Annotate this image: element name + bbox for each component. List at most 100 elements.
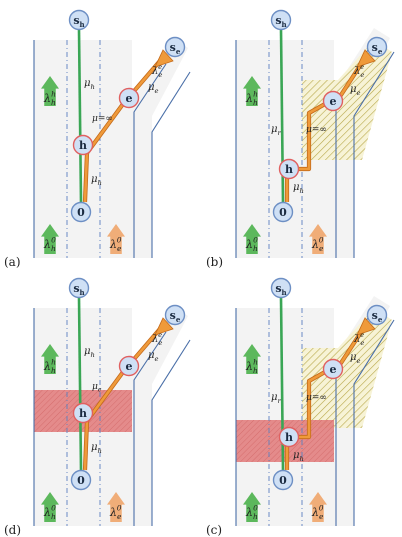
node-h-label-base: h (79, 407, 87, 420)
mu-lower-label: μh (91, 174, 102, 187)
node-e: e (322, 358, 344, 380)
lambda-orange-bottom: λe0 (311, 504, 324, 522)
lambda-green-bottom-sub: h (253, 512, 258, 521)
lambda-green-top-sup: h (253, 358, 258, 367)
lambda-exit-sup: e (158, 331, 162, 339)
mu-lower-label-sub: h (300, 187, 304, 195)
lambda-orange-bottom-base: λ (311, 506, 319, 519)
lambda-green-top-base: λ (245, 92, 253, 105)
node-e-circle (118, 355, 140, 377)
lambda-green-top-sup: h (51, 358, 56, 367)
node-s-h: sh (68, 277, 90, 299)
node-s-e-label-base: s (170, 309, 176, 322)
mu-main-label-base: μ (84, 346, 91, 357)
green-arrow-bottom (243, 224, 261, 254)
exit-arrowhead (154, 317, 174, 336)
node-s-e-circle (366, 36, 388, 58)
node-e-label: e (126, 360, 133, 373)
node-e-label-base: e (330, 95, 337, 108)
node-s-h-circle (270, 277, 292, 299)
mu-lower-label-base: μ (293, 182, 300, 193)
lambda-exit-base: λ (353, 334, 360, 345)
lambda-green-top-sub: h (253, 366, 258, 375)
lambda-green-bottom-sub: h (51, 512, 56, 521)
node-s-h-label-sub: h (282, 20, 287, 29)
node-s-h-label: sh (73, 14, 84, 29)
exit-arrowhead (154, 49, 174, 68)
lambda-green-top: λhh (43, 358, 56, 376)
mu-exit-label-sub: e (357, 89, 361, 97)
node-s-h: sh (68, 9, 90, 31)
mu-link-label-base: μ (92, 382, 98, 392)
lambda-green-bottom-base: λ (245, 506, 253, 519)
node-h-label: h (79, 139, 87, 152)
node-0-label: 0 (77, 206, 85, 219)
lambda-green-top-base: λ (43, 92, 51, 105)
node-s-h-label: sh (275, 282, 286, 297)
green-arrow-bottom (41, 492, 59, 522)
node-0: 0 (272, 469, 294, 491)
lambda-green-top-sup: h (51, 90, 56, 99)
green-arrow-top (243, 344, 261, 374)
node-e-label-base: e (330, 363, 337, 376)
ramp-outer-edge (151, 339, 191, 526)
mu-main-label-base: μ (271, 124, 278, 135)
panel-label: (d) (4, 523, 21, 537)
lambda-orange-bottom-sup: 0 (117, 236, 122, 245)
node-e-circle (322, 90, 344, 112)
mu-link-label-base: μ=∞ (306, 393, 327, 403)
node-s-e-label: se (170, 309, 181, 324)
road-exit-ramp (132, 38, 188, 258)
mu-lower-label-sub: h (98, 447, 102, 455)
mu-link-label: μ=∞ (92, 114, 113, 124)
lambda-orange-bottom-sub: e (319, 244, 324, 253)
node-s-h-label-sub: h (80, 20, 85, 29)
green-arrow-bottom (243, 492, 261, 522)
green-arrow-top (41, 76, 59, 106)
lambda-exit-sup: e (360, 331, 364, 339)
node-e-label: e (126, 92, 133, 105)
node-s-h-label: sh (73, 282, 84, 297)
lambda-orange-bottom-sup: 0 (117, 504, 122, 513)
node-0-label-base: 0 (279, 474, 287, 487)
lambda-orange-bottom-base: λ (109, 506, 117, 519)
lambda-green-top-base: λ (245, 360, 253, 373)
mu-link-label-base: μ=∞ (92, 114, 113, 124)
mu-link-label: μe (92, 382, 102, 394)
node-s-h: sh (270, 9, 292, 31)
mu-lower-label-sub: h (98, 179, 102, 187)
node-h-label: h (285, 431, 293, 444)
node-0-circle (70, 469, 92, 491)
mu-lower-label: μh (293, 450, 304, 463)
node-0: 0 (70, 201, 92, 223)
node-0-label-base: 0 (77, 474, 85, 487)
node-s-e-label-sub: e (378, 47, 383, 56)
lambda-green-bottom-sub: h (253, 244, 258, 253)
mu-lower-label: μh (91, 442, 102, 455)
lambda-green-bottom-sub: h (51, 244, 56, 253)
node-h-circle (72, 402, 94, 424)
green-arrow-top (41, 344, 59, 374)
lambda-orange-bottom-sup: 0 (319, 504, 324, 513)
lambda-green-bottom-base: λ (43, 238, 51, 251)
mu-exit-label-sub: e (357, 357, 361, 365)
node-s-h-label-sub: h (282, 288, 287, 297)
lambda-exit-base: λ (151, 334, 158, 345)
lambda-exit: λee (151, 331, 162, 347)
lambda-orange-bottom-sup: 0 (319, 236, 324, 245)
exit-arrowhead (356, 49, 376, 68)
node-e: e (322, 90, 344, 112)
ramp-outer-edge (151, 71, 191, 258)
mu-link-label-base: μ=∞ (306, 125, 327, 135)
node-h: h (72, 402, 94, 424)
mu-main-label: μh (84, 78, 95, 91)
lambda-exit-sub: e (158, 71, 162, 79)
node-0: 0 (70, 469, 92, 491)
mu-main-label-sub: h (91, 351, 95, 359)
mu-link-label-sub: e (98, 387, 102, 394)
lambda-green-bottom-sup: 0 (51, 236, 56, 245)
mu-exit-label: μe (350, 84, 361, 97)
lambda-exit-sub: e (360, 339, 364, 347)
lambda-green-top-base: λ (43, 360, 51, 373)
